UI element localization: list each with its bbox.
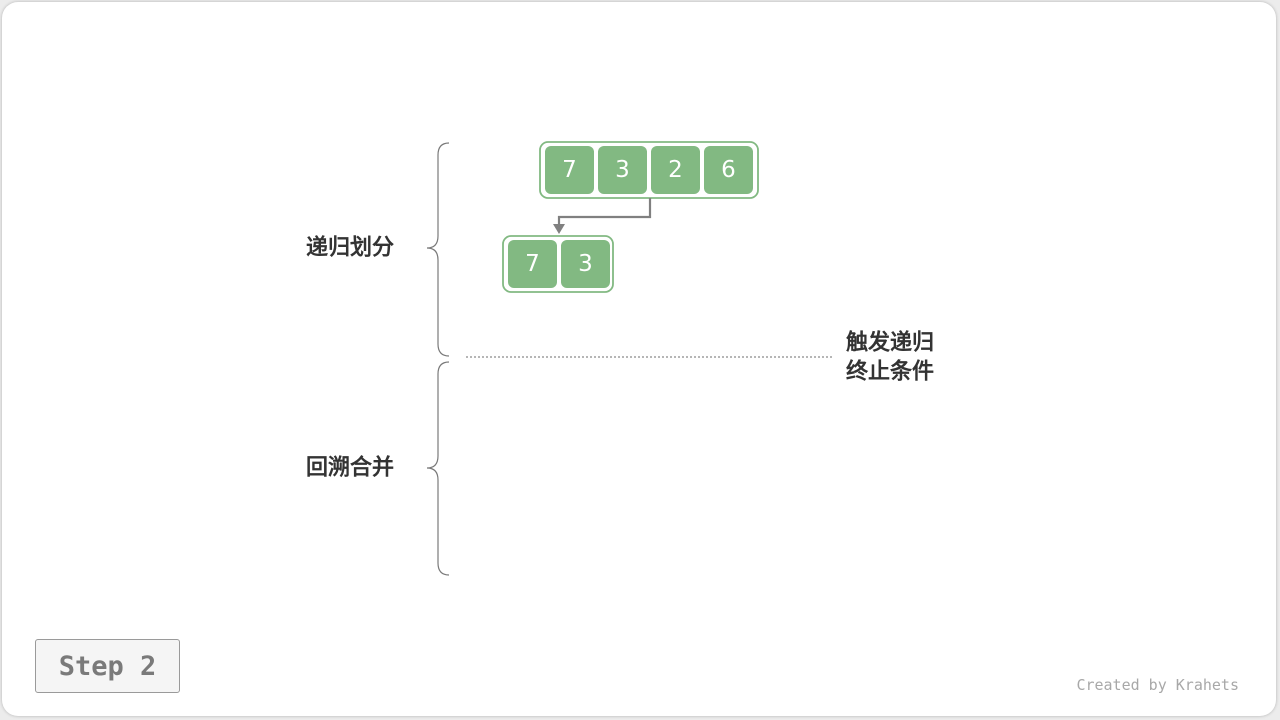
top-array-cell: 2 bbox=[651, 146, 700, 194]
step-label: Step 2 bbox=[58, 650, 157, 682]
split-arrow-head bbox=[553, 224, 565, 234]
step-indicator: Step 2 bbox=[35, 639, 180, 693]
top-array-cell: 3 bbox=[598, 146, 647, 194]
label-termination-line2: 终止条件 bbox=[846, 359, 934, 385]
credit-text: Created by Krahets bbox=[1076, 676, 1239, 694]
top-array-cell-value: 6 bbox=[721, 157, 736, 183]
top-array-cell-value: 3 bbox=[615, 157, 630, 183]
left-child-array: 7 3 bbox=[502, 235, 614, 293]
divide-brace bbox=[426, 142, 450, 357]
label-termination-line1: 触发递归 bbox=[846, 330, 934, 356]
top-array-cell: 6 bbox=[704, 146, 753, 194]
top-array: 7 3 2 6 bbox=[539, 141, 759, 199]
label-recursive-divide: 递归划分 bbox=[306, 235, 394, 261]
left-child-cell-value: 3 bbox=[578, 251, 593, 277]
left-child-cell-value: 7 bbox=[525, 251, 540, 277]
top-array-cell-value: 7 bbox=[562, 157, 577, 183]
top-array-cell-value: 2 bbox=[668, 157, 683, 183]
label-backtrack-merge: 回溯合并 bbox=[306, 455, 394, 481]
top-array-cell: 7 bbox=[545, 146, 594, 194]
merge-brace bbox=[426, 361, 450, 576]
left-child-cell: 3 bbox=[561, 240, 610, 288]
split-arrow bbox=[557, 198, 652, 227]
left-child-cell: 7 bbox=[508, 240, 557, 288]
